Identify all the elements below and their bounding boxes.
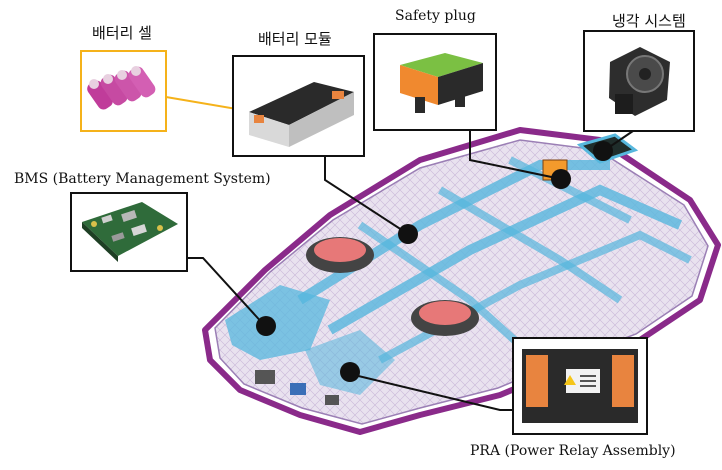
battery-cell-label: 배터리 셀 bbox=[92, 24, 152, 42]
connector-dot-bms bbox=[256, 316, 276, 336]
battery-module-label: 배터리 모듈 bbox=[258, 30, 332, 48]
battery-cell-image bbox=[87, 66, 156, 110]
pra-label: PRA (Power Relay Assembly) bbox=[470, 443, 676, 459]
module-pad-left bbox=[306, 237, 374, 273]
bms-box bbox=[70, 192, 188, 272]
connector-dot-cooling bbox=[593, 141, 613, 161]
bms-label: BMS (Battery Management System) bbox=[14, 171, 271, 187]
leader-line-pra bbox=[349, 373, 514, 411]
cooling-system-label: 냉각 시스템 bbox=[612, 12, 686, 30]
connector-dot-module bbox=[398, 224, 418, 244]
bms-board-image bbox=[82, 202, 178, 262]
safety-plug-box bbox=[373, 33, 497, 131]
connector-dot-safety-plug bbox=[551, 169, 571, 189]
connector-dot-pra bbox=[340, 362, 360, 382]
leader-line-module bbox=[324, 157, 406, 233]
pra-image bbox=[522, 349, 638, 423]
module-pad-right bbox=[411, 300, 479, 336]
cooling-system-image bbox=[609, 47, 670, 116]
safety-plug-image bbox=[400, 53, 483, 113]
pra-box bbox=[512, 337, 648, 435]
battery-module-image bbox=[249, 82, 354, 147]
battery-cell-box bbox=[80, 50, 167, 132]
leader-line-safety-plug bbox=[469, 130, 562, 180]
cooling-system-box bbox=[583, 30, 695, 132]
battery-module-box bbox=[232, 55, 365, 157]
safety-plug-label: Safety plug bbox=[395, 8, 476, 24]
